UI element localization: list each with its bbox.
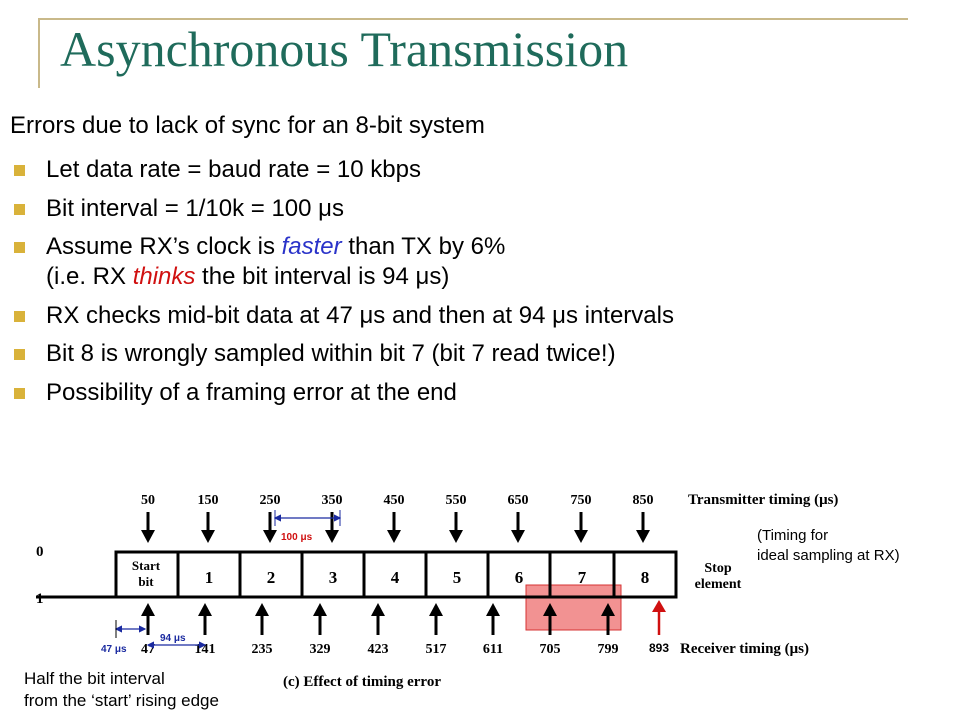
bit-label-4: 4 <box>391 568 400 587</box>
rx-arrowhead <box>601 603 615 616</box>
bullet-mid-bit-check: RX checks mid-bit data at 47 μs and then… <box>14 301 674 331</box>
rx-arrowhead <box>141 603 155 616</box>
rx-arrowhead <box>543 603 557 616</box>
ideal-sampling-note-line1: (Timing for <box>757 527 829 544</box>
tx-arrowhead <box>201 530 215 543</box>
bullet-text: Bit 8 is wrongly sampled within bit 7 (b… <box>46 340 616 367</box>
rx-time-611: 611 <box>483 642 503 657</box>
bullet-clock-faster: Assume RX’s clock is faster than TX by 6… <box>14 232 674 292</box>
start-bit-label-line1: Start <box>132 558 161 573</box>
highlight-box <box>525 584 622 631</box>
emphasis-faster: faster <box>281 233 342 260</box>
tx-arrowhead <box>263 530 277 543</box>
rx-893-arrowhead <box>652 600 666 612</box>
tx-time-150: 150 <box>198 493 219 508</box>
half-interval-note-line2: from the ‘start’ rising edge <box>24 691 219 710</box>
tx-arrowhead <box>325 530 339 543</box>
rx-893-time: 893 <box>649 641 669 655</box>
tx-time-50: 50 <box>141 493 155 508</box>
bullet-text: Let data rate = baud rate = 10 kbps <box>46 156 421 183</box>
bullet-list: Let data rate = baud rate = 10 kbps Bit … <box>14 155 674 416</box>
ideal-sampling-note: (Timing for ideal sampling at RX) <box>757 526 900 566</box>
tx-timing-label: Transmitter timing (μs) <box>688 492 838 508</box>
bit-label-6: 6 <box>515 568 524 587</box>
rx-arrowhead <box>255 603 269 616</box>
bullet-text: Bit interval = 1/10k = 100 μs <box>46 194 344 222</box>
ideal-sampling-note-line2: ideal sampling at RX) <box>757 547 900 564</box>
tx-time-350: 350 <box>322 493 343 508</box>
tx-arrowhead <box>574 530 588 543</box>
title-frame-horizontal <box>38 18 908 20</box>
tx-time-650: 650 <box>508 493 529 508</box>
bullet-square-icon <box>14 165 25 176</box>
bullet-text-line2-pre: (i.e. RX <box>46 263 133 290</box>
stop-element-line1: Stop <box>704 561 731 576</box>
rx-time-329: 329 <box>310 642 331 657</box>
tx-arrowhead <box>636 530 650 543</box>
level-0-label: 0 <box>36 544 44 560</box>
rx-time-517: 517 <box>426 642 447 657</box>
tx-arrowhead <box>141 530 155 543</box>
bit-cells <box>114 550 678 599</box>
dim-100-label: 100 μs <box>281 532 313 543</box>
bullet-text-pre: Assume RX’s clock is <box>46 233 282 260</box>
bullet-square-icon <box>14 349 25 360</box>
bullet-square-icon <box>14 387 25 399</box>
bit-label-3: 3 <box>329 568 338 587</box>
bullet-square-icon <box>14 310 25 322</box>
bullet-data-rate: Let data rate = baud rate = 10 kbps <box>14 155 674 185</box>
rx-time-705: 705 <box>540 642 561 657</box>
bullet-text: Possibility of a framing error at the en… <box>46 378 457 406</box>
receiver-timing: 47 141 235 329 423 517 611 705 799 <box>141 603 619 657</box>
rx-arrowhead <box>429 603 443 616</box>
bit-label-2: 2 <box>267 568 276 587</box>
rx-time-423: 423 <box>368 642 389 657</box>
tx-arrowhead <box>449 530 463 543</box>
tx-arrowhead <box>387 530 401 543</box>
tx-time-250: 250 <box>260 493 281 508</box>
rx-arrowhead <box>198 603 212 616</box>
dim-47-label: 47 μs <box>101 644 127 655</box>
bit-label-7: 7 <box>578 568 587 587</box>
stop-element-line2: element <box>695 577 742 592</box>
bullet-square-icon <box>14 242 25 253</box>
dim-94-label: 94 μs <box>160 633 186 644</box>
bullet-text-mid: than TX by 6% <box>341 233 506 260</box>
tx-time-750: 750 <box>571 493 592 508</box>
rx-arrowhead <box>486 603 500 616</box>
level-1-label: 1 <box>36 591 44 607</box>
rx-time-799: 799 <box>598 642 619 657</box>
rx-arrowhead <box>313 603 327 616</box>
bit-labels: 1 2 3 4 5 6 7 8 <box>205 568 650 587</box>
transmitter-timing: 50 150 250 350 450 550 650 750 850 <box>141 493 654 543</box>
bullet-text: RX checks mid-bit data at 47 μs and then… <box>46 301 674 329</box>
half-interval-note-line1: Half the bit interval <box>24 669 165 688</box>
bullet-bit-interval: Bit interval = 1/10k = 100 μs <box>14 194 674 224</box>
start-bit-label-line2: bit <box>138 574 154 589</box>
bullet-square-icon <box>14 203 25 215</box>
emphasis-thinks: thinks <box>132 263 196 290</box>
half-interval-note: Half the bit interval from the ‘start’ r… <box>24 668 219 712</box>
tx-time-550: 550 <box>446 493 467 508</box>
rx-arrowhead <box>371 603 385 616</box>
bullet-text-line2-post: the bit interval is 94 μs) <box>195 263 450 290</box>
rx-time-235: 235 <box>252 642 273 657</box>
tx-time-850: 850 <box>633 493 654 508</box>
bullet-bit8-wrong: Bit 8 is wrongly sampled within bit 7 (b… <box>14 339 674 369</box>
bullet-framing-error: Possibility of a framing error at the en… <box>14 378 674 408</box>
slide-title: Asynchronous Transmission <box>60 21 629 77</box>
title-frame-vertical <box>38 18 40 88</box>
tx-arrowhead <box>511 530 525 543</box>
bit-label-1: 1 <box>205 568 214 587</box>
rx-time-47: 47 <box>141 642 155 657</box>
bit-label-8: 8 <box>641 568 650 587</box>
timing-diagram: 0 1 Start bit 1 2 3 4 5 6 7 8 Stop element 50 15… <box>36 492 838 690</box>
rx-timing-label: Receiver timing (μs) <box>680 641 809 657</box>
tx-time-450: 450 <box>384 493 405 508</box>
rx-time-141: 141 <box>195 642 216 657</box>
diagram-caption: (c) Effect of timing error <box>283 674 441 690</box>
intro-text: Errors due to lack of sync for an 8-bit … <box>10 112 485 139</box>
bit-label-5: 5 <box>453 568 462 587</box>
